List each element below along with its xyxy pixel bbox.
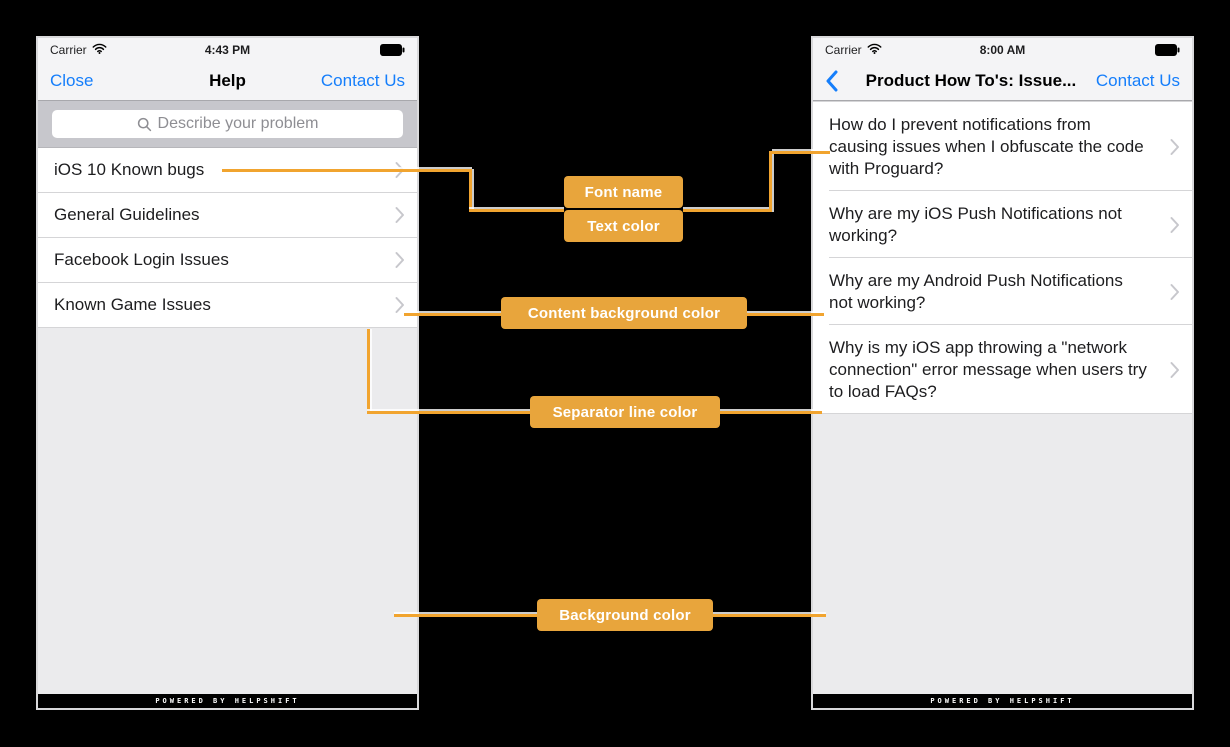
nav-bar: Product How To's: Issue... Contact Us: [813, 62, 1192, 101]
powered-by-helpshift: POWERED BY HELPSHIFT: [38, 694, 417, 708]
annotation-badge-background-color: Background color: [537, 599, 713, 631]
annotation-badge-font-name: Font name: [564, 176, 683, 208]
carrier-label: Carrier: [50, 43, 87, 57]
powered-by-helpshift: POWERED BY HELPSHIFT: [813, 694, 1192, 708]
chevron-right-icon: [395, 297, 405, 314]
faq-item[interactable]: Why are my iOS Push Notifications not wo…: [813, 191, 1192, 258]
help-list-screen: Carrier 4:43 PM Close Help Contact Us: [36, 36, 419, 710]
contact-us-button[interactable]: Contact Us: [1095, 71, 1180, 90]
chevron-right-icon: [395, 207, 405, 224]
list-item[interactable]: Facebook Login Issues: [38, 238, 417, 283]
annotation-badge-text-color: Text color: [564, 210, 683, 242]
connector-line-content-bg-left: [404, 313, 501, 316]
connector-line-background-left: [394, 614, 537, 617]
connector-line-separator-left: [367, 411, 530, 414]
faq-item[interactable]: Why are my Android Push Notifications no…: [813, 258, 1192, 325]
status-time: 4:43 PM: [204, 43, 251, 57]
chevron-right-icon: [1170, 283, 1180, 300]
faq-item-text: Why are my Android Push Notifications no…: [829, 271, 1123, 312]
connector-line-separator-right: [720, 411, 822, 414]
annotation-badge-content-background-color: Content background color: [501, 297, 747, 329]
close-button[interactable]: Close: [50, 71, 94, 90]
battery-icon: [1155, 44, 1180, 56]
faq-item-text: Why is my iOS app throwing a "network co…: [829, 338, 1147, 401]
connector-line-content-bg-right: [747, 313, 824, 316]
chevron-right-icon: [1170, 138, 1180, 155]
chevron-right-icon: [1170, 361, 1180, 378]
connector-line-font-name-left: [469, 209, 564, 212]
connector-line-background-right: [713, 614, 826, 617]
status-bar: Carrier 4:43 PM: [38, 38, 417, 62]
list-item-label: Facebook Login Issues: [54, 250, 229, 269]
faq-item-text: Why are my iOS Push Notifications not wo…: [829, 204, 1122, 245]
list-item[interactable]: Known Game Issues: [38, 283, 417, 328]
annotation-badge-separator-line-color: Separator line color: [530, 396, 720, 428]
faq-item-text: How do I prevent notifications from caus…: [829, 115, 1144, 178]
connector-line-font-name-right: [683, 209, 772, 212]
wifi-icon: [867, 43, 882, 57]
connector-line-separator-left: [367, 329, 370, 414]
faq-question-screen: Carrier 8:00 AM Product How To's: Issue.…: [811, 36, 1194, 710]
page-title: Product How To's: Issue...: [865, 71, 1077, 90]
connector-line-font-name-right: [769, 151, 772, 212]
status-time: 8:00 AM: [979, 43, 1026, 57]
chevron-right-icon: [1170, 216, 1180, 233]
list-item-label: Known Game Issues: [54, 295, 211, 314]
contact-us-button[interactable]: Contact Us: [320, 71, 405, 90]
faq-section-list: iOS 10 Known bugs General Guidelines Fac…: [38, 148, 417, 328]
faq-item[interactable]: Why is my iOS app throwing a "network co…: [813, 325, 1192, 414]
status-bar: Carrier 8:00 AM: [813, 38, 1192, 62]
connector-line-font-name-right: [772, 151, 830, 154]
connector-line-font-name-left: [469, 169, 472, 212]
search-strip: Describe your problem: [38, 101, 417, 148]
faq-item[interactable]: How do I prevent notifications from caus…: [813, 102, 1192, 191]
list-item[interactable]: General Guidelines: [38, 193, 417, 238]
search-placeholder: Describe your problem: [157, 115, 319, 132]
list-item-label: iOS 10 Known bugs: [54, 160, 205, 179]
search-icon: [137, 117, 152, 132]
search-input[interactable]: Describe your problem: [52, 110, 403, 138]
back-button[interactable]: [825, 70, 838, 92]
wifi-icon: [92, 43, 107, 57]
carrier-label: Carrier: [825, 43, 862, 57]
faq-question-list: How do I prevent notifications from caus…: [813, 101, 1192, 414]
connector-line-font-name-left: [222, 169, 472, 172]
chevron-right-icon: [395, 252, 405, 269]
battery-icon: [380, 44, 405, 56]
page-title: Help: [209, 71, 246, 90]
nav-bar: Close Help Contact Us: [38, 62, 417, 101]
list-item-label: General Guidelines: [54, 205, 200, 224]
